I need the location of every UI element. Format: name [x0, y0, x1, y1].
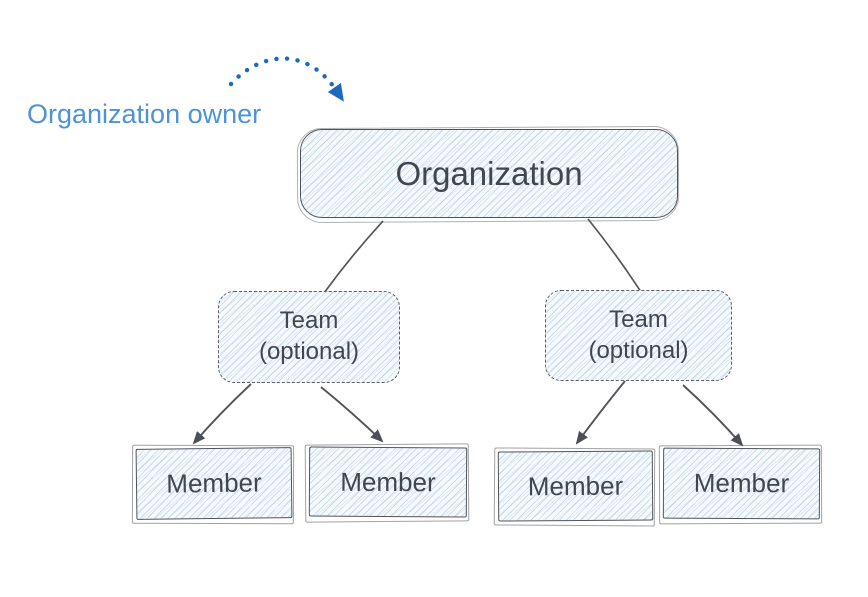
member-1-node-label: Member [166, 467, 262, 499]
team-right-node: Team (optional) [545, 290, 732, 381]
member-4-node-label: Member [693, 467, 790, 499]
edge-organization-team-right [587, 218, 642, 293]
team-right-node-label: Team [609, 305, 668, 333]
member-1-node: Member [135, 447, 293, 520]
team-left-node-sublabel: (optional) [258, 338, 360, 365]
organization-node: Organization [300, 129, 678, 218]
team-left-node: Team (optional) [218, 291, 400, 383]
edge-team-left-member-1 [192, 383, 252, 445]
team-right-node-sublabel: (optional) [588, 336, 689, 364]
owner-arrow-icon [228, 56, 344, 102]
member-3-node: Member [497, 450, 654, 522]
member-2-node-label: Member [340, 466, 436, 497]
edge-team-right-member-3 [575, 380, 626, 445]
member-2-node: Member [308, 446, 468, 518]
edge-team-left-member-2 [320, 386, 384, 443]
edge-organization-team-left [323, 220, 384, 294]
organization-node-label: Organization [395, 154, 583, 192]
organization-owner-label: Organization owner [27, 99, 262, 129]
team-left-node-label: Team [279, 307, 339, 335]
edge-team-right-member-4 [682, 384, 744, 447]
member-4-node: Member [662, 447, 821, 520]
member-3-node-label: Member [527, 470, 624, 501]
